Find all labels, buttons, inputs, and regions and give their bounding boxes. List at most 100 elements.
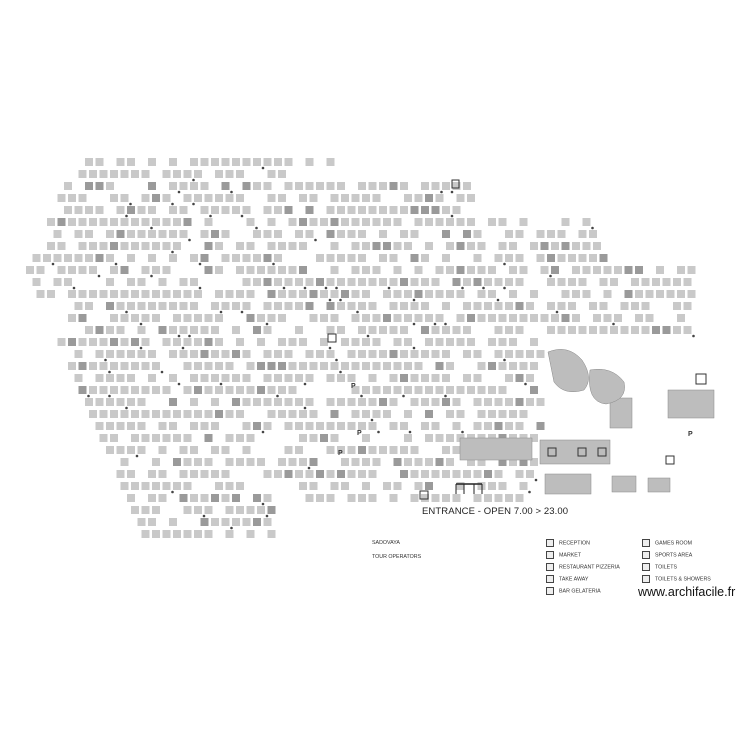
- pitch-block: [389, 374, 398, 382]
- pitch-block: [106, 326, 114, 334]
- legend-item-reception: RECEPTION: [546, 539, 590, 547]
- pitch-block: [225, 458, 234, 466]
- pitch-block: [162, 218, 171, 226]
- pitch-block: [284, 398, 293, 406]
- pitch-block: [316, 350, 324, 358]
- pitch-block: [278, 410, 286, 418]
- pitch-block: [347, 350, 356, 358]
- pitch-block: [137, 302, 146, 310]
- pitch-block: [211, 422, 219, 430]
- pitch-block: [368, 470, 377, 478]
- tree-dot: [171, 250, 174, 254]
- pitch-block: [337, 254, 345, 262]
- pitch-block: [211, 470, 219, 478]
- pitch-block: [179, 206, 188, 214]
- pitch-block: [236, 386, 244, 394]
- tree-dot: [51, 262, 55, 266]
- pitch-block: [141, 530, 150, 538]
- tree-dot: [240, 214, 244, 218]
- tree-dot: [450, 190, 454, 194]
- pitch-block: [120, 482, 129, 490]
- pitch-block: [190, 470, 198, 478]
- pitch-block: [320, 338, 328, 346]
- pitch-block: [162, 482, 171, 490]
- pitch-block: [257, 386, 265, 394]
- pitch-block: [299, 362, 307, 370]
- pitch-block: [431, 470, 440, 478]
- pitch-block: [179, 326, 188, 334]
- pitch-block: [582, 290, 591, 298]
- pitch-block: [110, 362, 118, 370]
- pitch-block: [242, 254, 251, 262]
- pitch-block: [530, 434, 538, 442]
- pitch-block: [152, 266, 160, 274]
- pitch-block: [257, 506, 265, 514]
- pitch-block: [404, 290, 412, 298]
- pitch-block: [404, 458, 412, 466]
- pitch-block: [425, 434, 433, 442]
- pitch-block: [232, 254, 240, 262]
- pitch-block: [351, 314, 360, 322]
- pitch-block: [106, 446, 114, 454]
- pitch-block: [236, 434, 244, 442]
- pitch-grid: [26, 158, 696, 538]
- pitch-block: [221, 374, 230, 382]
- pitch-block: [162, 434, 171, 442]
- pitch-block: [635, 290, 643, 298]
- pitch-block: [435, 362, 444, 370]
- pitch-block: [368, 302, 377, 310]
- pitch-block: [515, 278, 524, 286]
- tree-dot: [303, 382, 307, 386]
- pitch-block: [488, 386, 496, 394]
- pitch-block: [341, 218, 349, 226]
- pitch-block: [421, 494, 429, 502]
- pitch-block: [326, 302, 335, 310]
- pitch-block: [341, 458, 349, 466]
- pitch-block: [519, 314, 528, 322]
- pitch-block: [603, 266, 612, 274]
- pitch-block: [148, 182, 156, 190]
- pitch-block: [410, 374, 419, 382]
- tree-dot: [450, 214, 454, 218]
- pitch-block: [116, 446, 125, 454]
- tree-dot: [534, 478, 538, 482]
- pitch-block: [389, 398, 398, 406]
- pitch-block: [652, 326, 660, 334]
- pitch-block: [509, 314, 517, 322]
- pitch-block: [278, 338, 286, 346]
- pitch-block: [473, 470, 482, 478]
- pitch-block: [547, 278, 555, 286]
- pitch-block: [267, 362, 276, 370]
- pitch-block: [326, 206, 335, 214]
- pitch-block: [183, 314, 192, 322]
- pitch-block: [305, 494, 314, 502]
- pitch-block: [215, 362, 223, 370]
- pitch-block: [515, 326, 524, 334]
- tree-dot: [324, 286, 328, 290]
- pitch-block: [225, 194, 234, 202]
- pitch-block: [368, 446, 377, 454]
- pitch-block: [351, 458, 360, 466]
- pitch-block: [200, 158, 209, 166]
- pitch-block: [162, 170, 171, 178]
- pitch-block: [253, 326, 261, 334]
- pitch-block: [305, 398, 314, 406]
- pitch-block: [414, 194, 423, 202]
- pitch-block: [47, 218, 55, 226]
- pitch-block: [431, 278, 440, 286]
- pitch-block: [64, 278, 72, 286]
- tree-dot: [272, 262, 275, 266]
- tree-dot: [97, 274, 101, 278]
- pitch-block: [341, 362, 349, 370]
- pitch-block: [536, 398, 545, 406]
- pitch-block: [446, 290, 454, 298]
- pitch-block: [673, 302, 681, 310]
- pitch-block: [211, 158, 219, 166]
- pitch-block: [379, 446, 387, 454]
- pitch-block: [582, 266, 591, 274]
- pitch-block: [221, 158, 230, 166]
- pitch-block: [467, 458, 475, 466]
- pitch-block: [477, 290, 486, 298]
- pitch-block: [183, 338, 192, 346]
- legend-note: TOUR OPERATORS: [372, 554, 422, 560]
